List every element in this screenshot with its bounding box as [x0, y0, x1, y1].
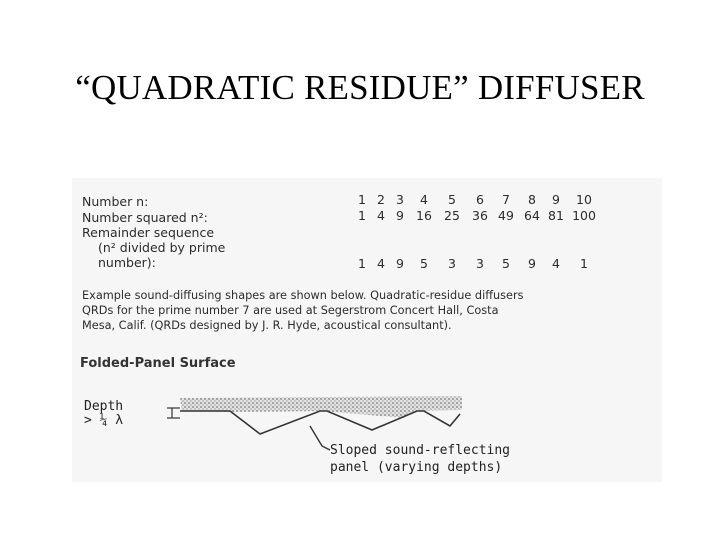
- square-cell-6: 36: [472, 208, 488, 223]
- remainder-cell-2: 4: [377, 256, 385, 271]
- description-line-3: Mesa, Calif. (QRDs designed by J. R. Hyd…: [82, 319, 452, 332]
- remainder-cell-1: 1: [358, 256, 366, 271]
- remainder-cell-7: 5: [502, 256, 510, 271]
- depth-value: > ¼ λ: [84, 413, 123, 428]
- remainder-cell-4: 5: [420, 256, 428, 271]
- remainder-cell-10: 1: [580, 256, 588, 271]
- row-label-number: Number n:: [82, 194, 149, 209]
- callout-line-1: Sloped sound-reflecting: [330, 443, 510, 458]
- row-label-remainder-1: Remainder sequence: [82, 225, 215, 240]
- square-cell-7: 49: [498, 208, 514, 223]
- remainder-cell-5: 3: [448, 256, 456, 271]
- row-label-remainder-3: number):: [98, 255, 156, 270]
- slide-title: “QUADRATIC RESIDUE” DIFFUSER: [75, 68, 645, 107]
- remainder-cell-6: 3: [476, 256, 484, 271]
- number-cell-7: 7: [502, 192, 510, 207]
- remainder-cell-9: 4: [552, 256, 560, 271]
- wall-body: [180, 396, 462, 418]
- square-cell-4: 16: [416, 208, 432, 223]
- depth-label: Depth: [84, 399, 123, 414]
- number-cell-3: 3: [396, 192, 404, 207]
- figure-heading: Folded-Panel Surface: [80, 356, 236, 371]
- description-line-2: QRDs for the prime number 7 are used at …: [82, 304, 499, 317]
- square-cell-5: 25: [444, 208, 460, 223]
- number-cell-1: 1: [358, 192, 366, 207]
- callout-line-2: panel (varying depths): [330, 460, 502, 475]
- row-label-squared: Number squared n²:: [82, 210, 208, 225]
- remainder-cell-3: 9: [396, 256, 404, 271]
- number-cell-10: 10: [576, 192, 592, 207]
- number-cell-5: 5: [448, 192, 456, 207]
- square-cell-10: 100: [572, 208, 596, 223]
- square-cell-9: 81: [548, 208, 564, 223]
- number-cell-6: 6: [476, 192, 484, 207]
- number-cell-8: 8: [528, 192, 536, 207]
- number-cell-9: 9: [552, 192, 560, 207]
- callout-leader: [309, 425, 331, 451]
- square-cell-1: 1: [358, 208, 366, 223]
- number-cell-2: 2: [377, 192, 385, 207]
- scanned-figure: Number n: Number squared n²: Remainder s…: [72, 178, 662, 482]
- description-line-1: Example sound-diffusing shapes are shown…: [82, 289, 524, 302]
- number-cell-4: 4: [420, 192, 428, 207]
- folded-panel-diagram: Depth > ¼ λ Sloped sound-reflecting pane…: [84, 396, 510, 475]
- square-cell-8: 64: [524, 208, 540, 223]
- square-cell-3: 9: [396, 208, 404, 223]
- square-cell-2: 4: [377, 208, 385, 223]
- description: Example sound-diffusing shapes are shown…: [82, 288, 524, 333]
- folded-panel-outline: [180, 410, 461, 435]
- row-label-remainder-2: (n² divided by prime: [98, 240, 226, 255]
- remainder-cell-8: 9: [528, 256, 536, 271]
